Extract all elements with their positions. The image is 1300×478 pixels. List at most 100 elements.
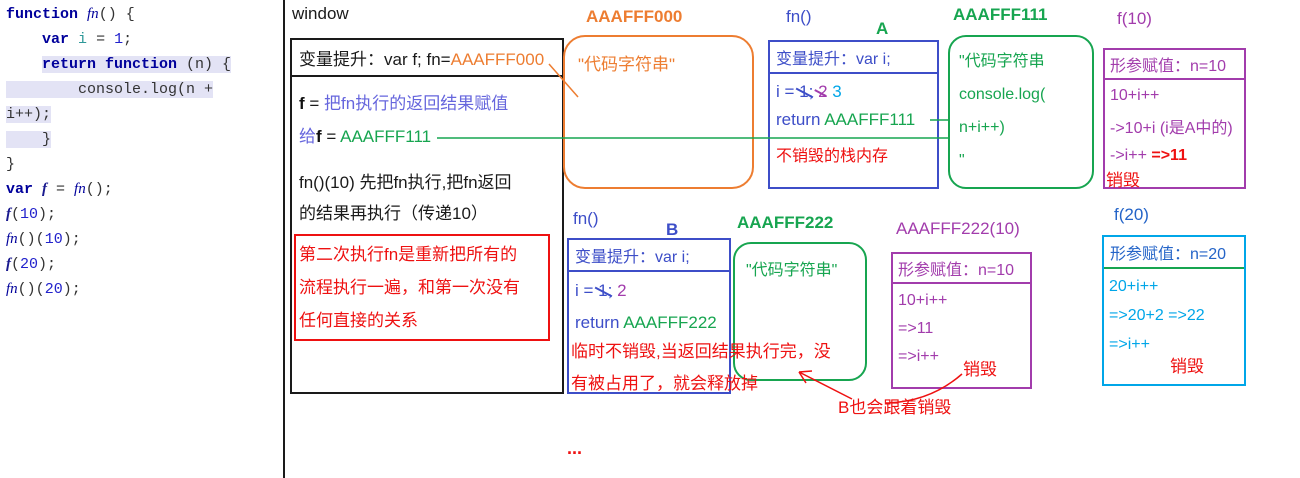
window-hoisting-row: 变量提升：var f; fn=AAAFFF000 [292,40,562,77]
code-line: } [6,127,282,152]
text-segment: 10 [44,231,63,248]
text-segment: i [78,31,88,48]
f10-destroy-note: 销毁 [1106,171,1140,190]
text-line: 有被占用了，就会释放掉 [571,374,758,393]
text-segment: f [6,256,11,272]
heap-aaafff222-content: "代码字符串" [746,262,838,279]
text-segment: = [87,31,115,48]
text-segment: function [6,6,88,23]
text-segment: = [304,94,325,113]
aaafff222-10-inc-row: =>i++ [898,348,939,365]
text-segment: return [776,110,825,129]
stack-box-f10: 形参赋值：n=10 10+i++ ->10+i (i是A中的) ->i++ =>… [1103,48,1246,189]
text-segment: 变量提升：var f; fn= [299,50,451,69]
text-segment: f [316,127,322,146]
text-segment [6,56,42,73]
text-segment: return [575,313,624,332]
text-segment: 3 [832,82,842,101]
text-line: 任何直接的关系 [299,311,418,330]
f10-expr-row: 10+i++ [1110,87,1160,104]
text-line: n+i++) [959,119,1005,136]
heap-label-aaafff222: AAAFFF222 [737,213,834,232]
text-segment: AAAFFF222 [623,313,717,332]
stack-label-f10: f(10) [1117,9,1152,28]
text-segment: console.log(n + [6,81,214,98]
heap-label-aaafff111: AAAFFF111 [953,5,1048,24]
text-segment: fn [87,6,99,22]
f10-step-row: ->10+i (i是A中的) [1110,120,1233,137]
text-segment: ()( [17,231,45,248]
stack-tag-b: B [666,220,679,239]
text-segment: (); [85,181,113,198]
f20-destroy-note: 销毁 [1170,357,1204,376]
window-assignment-line2: 给f = AAAFFF111 [299,120,555,153]
text-segment: =>11 [1151,147,1187,164]
text-segment: (n) { [177,56,232,73]
f20-expr-row: 20+i++ [1109,278,1159,295]
code-line: var i = 1; [6,27,282,52]
aaafff222-10-expr-row: 10+i++ [898,292,948,309]
code-line: return function (n) { [6,52,282,77]
ellipsis-annotation: ... [567,438,583,458]
b-destroy-annotation: B也会跟着销毁 [838,398,952,417]
text-line: console.log( [959,86,1046,103]
text-segment: 1 [114,31,124,48]
text-segment: ); [38,256,57,273]
text-segment: fn [74,181,86,197]
text-segment: ( [11,206,21,223]
stack-box-fn-b: 变量提升：var i; i = 1; 2 return AAAFFF222 [567,238,731,394]
fn-a-return-row: return AAAFFF111 [770,102,937,130]
stack-box-aaafff222-10: 形参赋值：n=10 10+i++ =>11 =>i++ [891,252,1032,389]
text-segment: 10 [20,206,39,223]
text-segment: = [47,181,75,198]
text-segment [69,31,78,48]
fn-b-release-note: 临时不销毁,当返回结果执行完，没有被占用了，就会释放掉 [571,336,831,400]
code-line: f(20); [6,252,282,277]
text-segment: ; [123,31,133,48]
aaafff222-10-param-row: 形参赋值：n=10 [893,254,1030,284]
fn-a-i-row: i = 1; 2 3 [770,74,937,102]
window-explain-row: fn()(10) 先把fn执行,把fn返回 的结果再执行（传递10） [292,153,562,229]
text-segment: 给 [299,127,316,146]
heap-label-aaafff000: AAAFFF000 [586,7,683,26]
f20-param-row: 形参赋值：n=20 [1104,237,1244,269]
fn-a-persist-note: 不销毁的栈内存 [776,148,889,165]
window-box-title: window [292,4,349,23]
code-line: var f = fn(); [6,177,282,202]
second-run-warning-box: 第二次执行fn是重新把所有的流程执行一遍，和第一次没有任何直接的关系 [294,234,550,341]
text-segment: i++); [6,106,52,123]
text-segment: ()( [17,281,45,298]
text-segment: fn [6,281,18,297]
stack-label-fn-a: fn() [786,7,812,26]
text-segment [6,31,42,48]
text-segment: AAAFFF111 [340,127,432,146]
heap-box-aaafff000: "代码字符串" [563,35,754,189]
fn-a-hoisting-row: 变量提升：var i; [770,42,937,74]
fn-b-i-row: i = 1; 2 [569,272,729,301]
text-segment: AAAFFF000 [450,50,545,69]
text-segment: return function [42,56,178,73]
stack-label-aaafff222-10: AAAFFF222(10) [896,219,1020,238]
heap-aaafff000-content: "代码字符串" [578,55,676,74]
f20-result-row: =>20+2 =>22 [1109,307,1205,324]
text-segment: ->i++ [1110,147,1152,164]
code-line: console.log(n + [6,77,282,102]
f20-inc-row: =>i++ [1109,336,1150,353]
code-line: f(10); [6,202,282,227]
text-segment: f [6,206,11,222]
fn-b-hoisting-row: 变量提升：var i; [569,240,729,272]
text-segment: i = [575,281,599,300]
stack-label-fn-b: fn() [573,209,599,228]
text-segment: ); [62,281,81,298]
text-segment: 20 [44,281,63,298]
window-assignment-line1: f = 把fn执行的返回结果赋值 [299,87,555,120]
stack-label-f20: f(20) [1114,205,1149,224]
text-segment: ( [11,256,21,273]
text-segment: 1; [598,281,613,300]
text-segment: } [6,131,52,148]
code-line: fn()(10); [6,227,282,252]
text-segment: var [6,181,43,198]
text-line: 流程执行一遍，和第一次没有 [299,278,520,297]
